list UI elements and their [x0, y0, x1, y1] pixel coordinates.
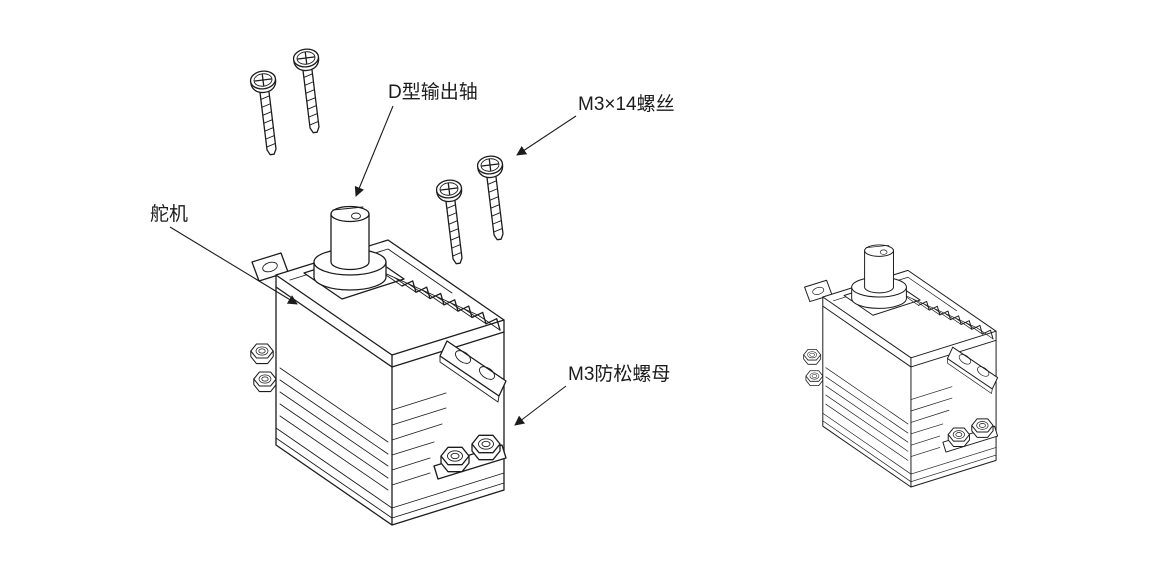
label-screw: M3×14螺丝 [578, 93, 675, 115]
label-lock-nut: M3防松螺母 [568, 363, 670, 385]
label-servo: 舵机 [150, 203, 188, 225]
screw-icon [248, 69, 286, 157]
label-output-shaft: D型输出轴 [388, 81, 478, 103]
leader-output-shaft [354, 105, 394, 197]
leader-lines [169, 105, 577, 426]
servo-drawing-large [251, 207, 506, 526]
leader-lock-nut [514, 385, 567, 426]
servo-drawing-small [804, 245, 998, 487]
screw-icon [475, 154, 513, 242]
screw-icon [291, 47, 329, 135]
leader-screw [516, 115, 577, 156]
screw-icon [434, 178, 472, 266]
screws-group [248, 47, 513, 266]
leader-servo [169, 226, 298, 305]
